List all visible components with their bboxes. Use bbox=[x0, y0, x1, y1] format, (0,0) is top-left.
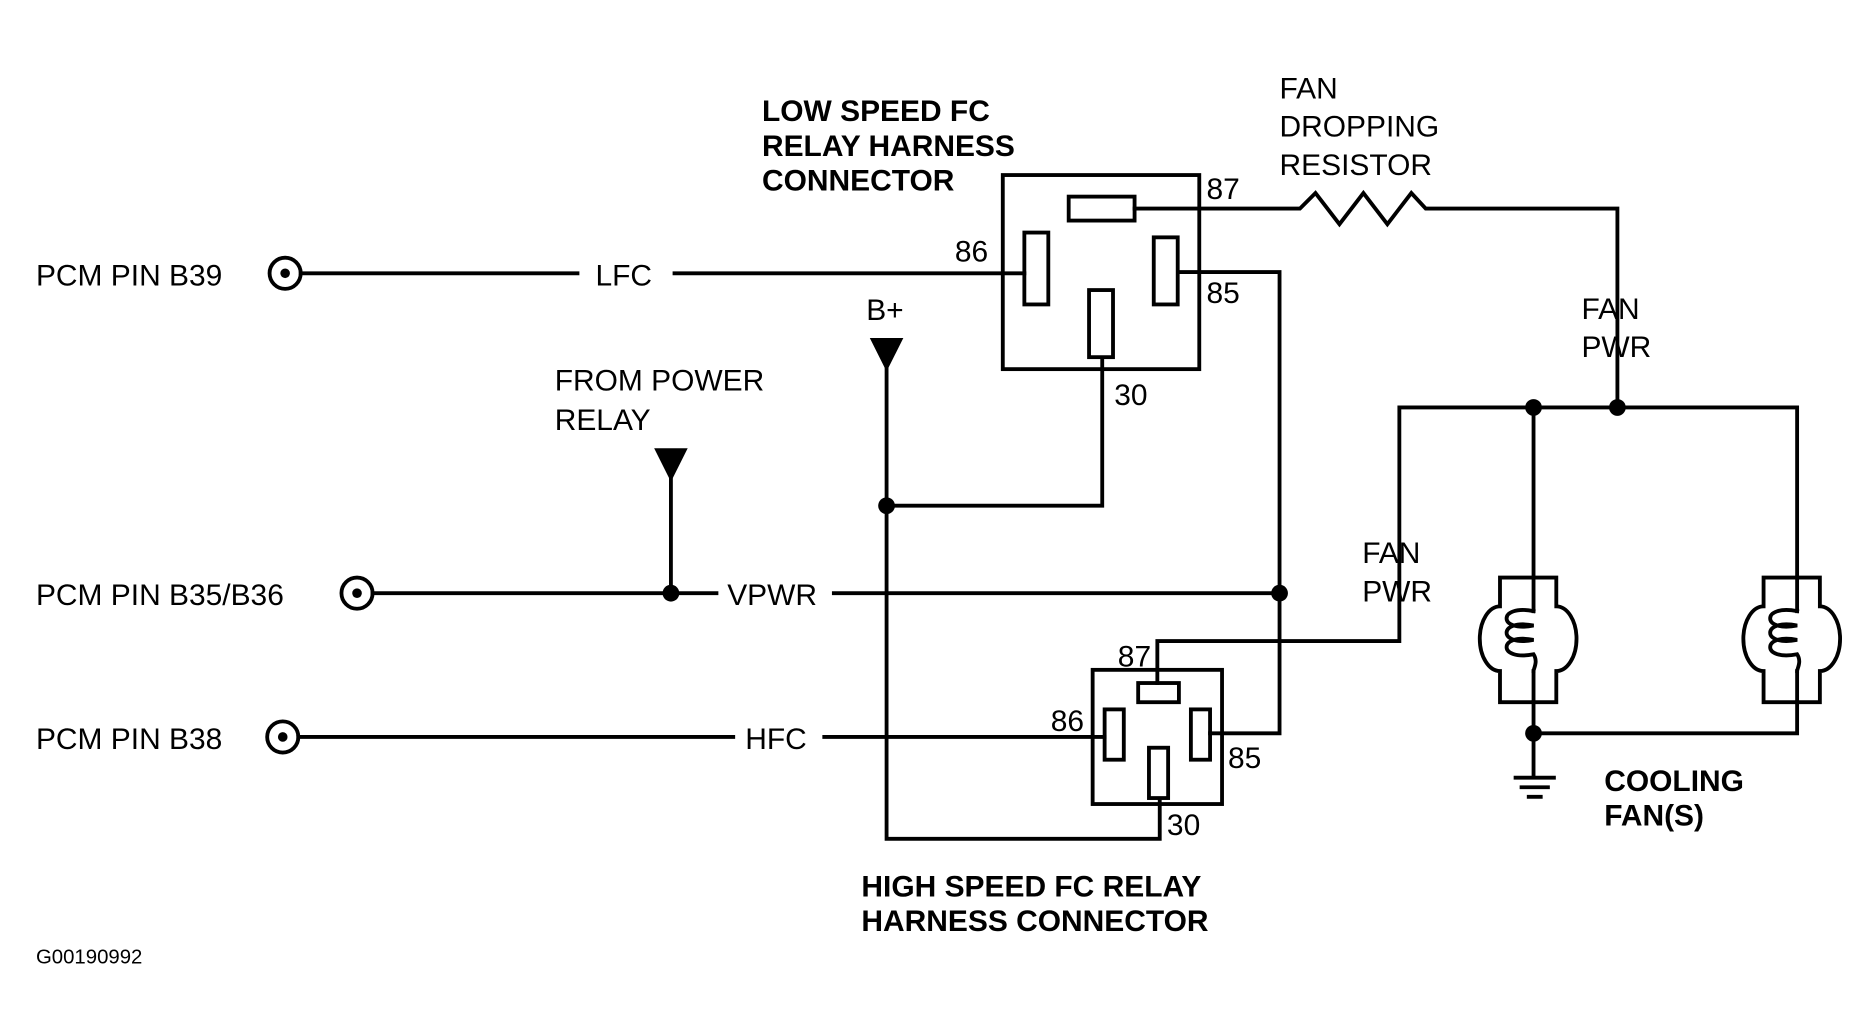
pcm-pin-b39-label: PCM PIN B39 bbox=[36, 259, 222, 292]
power-relay-arrow-icon bbox=[654, 448, 688, 482]
fan-pwr-top-label-2: PWR bbox=[1581, 331, 1651, 364]
high-relay-title-1: HIGH SPEED FC RELAY bbox=[861, 870, 1201, 903]
low-speed-relay-connector bbox=[1000, 173, 1202, 372]
low-85-wire bbox=[1178, 270, 1282, 736]
low-pin-85: 85 bbox=[1206, 277, 1239, 310]
fan-pwr-top-label-1: FAN bbox=[1581, 293, 1639, 326]
low-pin-86: 86 bbox=[955, 235, 988, 268]
high-87-wire bbox=[1155, 405, 1800, 685]
pcm-pin-b38-label: PCM PIN B38 bbox=[36, 723, 222, 756]
low-relay-title-2: RELAY HARNESS bbox=[762, 130, 1015, 163]
low-relay-title-1: LOW SPEED FC bbox=[762, 95, 990, 128]
low-30-wire bbox=[884, 357, 1105, 508]
low-87-wire bbox=[1132, 189, 1620, 410]
high-pin-87: 87 bbox=[1118, 640, 1151, 673]
junction-dots bbox=[662, 399, 1626, 742]
cooling-fans-label-1: COOLING bbox=[1604, 765, 1744, 798]
cooling-fans-label-2: FAN(S) bbox=[1604, 800, 1704, 833]
vpwr-label: VPWR bbox=[727, 579, 817, 612]
low-pin-87: 87 bbox=[1206, 173, 1239, 206]
pcm-pin-b35-b36-connector bbox=[339, 575, 375, 611]
high-pin-30: 30 bbox=[1167, 809, 1200, 842]
resistor-label-2: DROPPING bbox=[1280, 111, 1440, 144]
low-relay-title-3: CONNECTOR bbox=[762, 165, 954, 198]
cooling-fan-motor-icon bbox=[1477, 575, 1579, 705]
resistor-label-3: RESISTOR bbox=[1280, 149, 1433, 182]
cooling-fan-motor-icon bbox=[1741, 575, 1843, 705]
pcm-pin-b39-connector bbox=[267, 255, 303, 291]
lfc-label: LFC bbox=[595, 259, 652, 292]
b-plus-arrow-icon bbox=[869, 337, 904, 372]
resistor-label-1: FAN bbox=[1280, 72, 1338, 105]
from-power-relay-label-1: FROM POWER bbox=[555, 365, 765, 398]
low-pin-30: 30 bbox=[1114, 379, 1147, 412]
high-speed-relay-connector bbox=[1090, 667, 1224, 806]
b-plus-label: B+ bbox=[866, 294, 903, 327]
hfc-label: HFC bbox=[745, 723, 807, 756]
high-pin-85: 85 bbox=[1228, 742, 1261, 775]
figure-id: G00190992 bbox=[36, 946, 142, 968]
b-plus-wire bbox=[884, 357, 1162, 841]
from-power-relay-label-2: RELAY bbox=[555, 404, 651, 437]
pcm-pin-b38-connector bbox=[265, 719, 301, 755]
pcm-pin-b35-b36-label: PCM PIN B35/B36 bbox=[36, 579, 284, 612]
high-relay-title-2: HARNESS CONNECTOR bbox=[861, 905, 1208, 938]
high-pin-86: 86 bbox=[1051, 705, 1084, 738]
fan-pwr-mid-label-2: PWR bbox=[1362, 576, 1432, 609]
ground-icon bbox=[1513, 775, 1556, 799]
fan-pwr-mid-label-1: FAN bbox=[1362, 537, 1420, 570]
